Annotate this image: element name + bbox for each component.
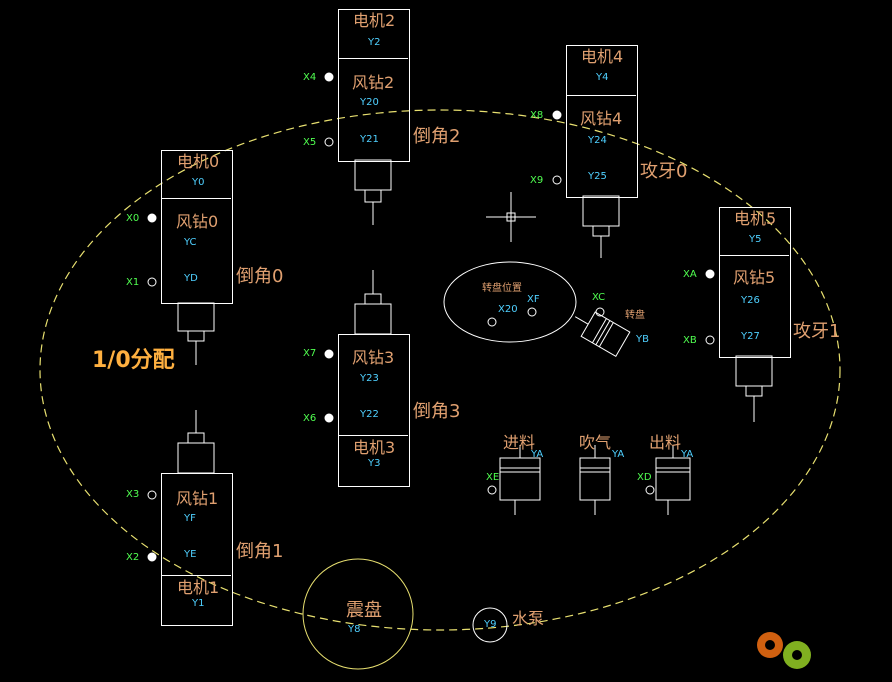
station-3-box — [338, 334, 410, 487]
station-3-in-bot: X6 — [303, 413, 317, 424]
vibrator-plate — [302, 558, 414, 670]
station-4-in-bot: X9 — [530, 175, 544, 186]
station-4-y2: Y25 — [588, 171, 607, 182]
pump-label: 水泵 — [512, 609, 545, 628]
station-4-motor: 电机4 — [581, 47, 624, 66]
station-4-drill-y: Y24 — [588, 135, 607, 146]
station-0-box — [161, 150, 233, 304]
station-5-drill: 风钻5 — [733, 268, 776, 287]
turntable-cyl-y: YB — [636, 334, 649, 345]
turntable-x-a: X20 — [498, 304, 518, 315]
discharge-cylinder-icon — [645, 445, 691, 515]
station-2-in-bot: X5 — [303, 137, 317, 148]
station-3-drill: 风钻3 — [352, 348, 395, 367]
station-5-y2: Y27 — [741, 331, 760, 342]
station-2-y2: Y21 — [360, 134, 379, 145]
turntable-cylinder-icon — [574, 311, 631, 357]
station-5-box — [719, 207, 791, 358]
vibrator-label: 震盘 — [346, 600, 382, 621]
station-1-motor-y: Y1 — [192, 598, 205, 609]
blow-cylinder-icon — [579, 445, 611, 515]
station-1-in-bot: X2 — [126, 552, 140, 563]
station-1-y2: YE — [184, 549, 197, 560]
discharge-label: 出料 — [649, 433, 682, 452]
crosshair-icon — [486, 192, 536, 242]
divider — [161, 198, 231, 199]
station-5-drill-y: Y26 — [741, 295, 760, 306]
feed-y: YA — [531, 449, 544, 460]
station-4-side-label: 攻牙0 — [640, 161, 688, 182]
diagram-title: 1/0分配 — [92, 348, 175, 373]
station-0-drill-y: YC — [184, 237, 197, 248]
station-5-motor: 电机5 — [734, 209, 777, 228]
turntable-x-c: XC — [592, 292, 606, 303]
station-3-in-top: X7 — [303, 348, 317, 359]
sensor-x20-icon — [487, 317, 497, 327]
station-4-in-top: X8 — [530, 110, 544, 121]
station-3-drill-y: Y23 — [360, 373, 379, 384]
station-sensors — [147, 72, 715, 562]
blow-y: YA — [612, 449, 625, 460]
turntable-label: 转盘位置 — [482, 283, 522, 294]
feed-x: XE — [486, 472, 500, 483]
station-0-in-bot: X1 — [126, 277, 140, 288]
turntable-ellipse — [443, 261, 577, 343]
station-2-in-top: X4 — [303, 72, 317, 83]
station-3-motor-y: Y3 — [368, 458, 381, 469]
turntable-x-b: XF — [527, 294, 540, 305]
station-0-in-top: X0 — [126, 213, 140, 224]
station-0-motor: 电机0 — [177, 152, 220, 171]
station-2-drill-y: Y20 — [360, 97, 379, 108]
station-4-drill: 风钻4 — [580, 109, 623, 128]
discharge-y: YA — [681, 449, 694, 460]
divider — [338, 58, 408, 59]
station-0-motor-y: Y0 — [192, 177, 205, 188]
layout-ellipse — [39, 109, 841, 631]
station-0-y2: YD — [184, 273, 198, 284]
station-1-side-label: 倒角1 — [236, 541, 284, 562]
station-1-motor: 电机1 — [177, 578, 220, 597]
station-1-drill: 风钻1 — [176, 489, 219, 508]
station-0-side-label: 倒角0 — [236, 266, 284, 287]
station-3-y2: Y22 — [360, 409, 379, 420]
station-5-motor-y: Y5 — [749, 234, 762, 245]
pump-y: Y9 — [484, 619, 497, 630]
station-2-motor-y: Y2 — [368, 37, 381, 48]
divider — [719, 255, 789, 256]
vibrator-y: Y8 — [348, 624, 361, 635]
station-2-box — [338, 9, 410, 162]
station-2-drill: 风钻2 — [352, 73, 395, 92]
station-2-side-label: 倒角2 — [413, 126, 461, 147]
station-5-side-label: 攻牙1 — [793, 321, 841, 342]
pump-circle — [472, 607, 508, 643]
station-5-in-bot: XB — [683, 335, 697, 346]
divider — [566, 95, 636, 96]
feed-label: 进料 — [503, 433, 536, 452]
divider — [338, 435, 408, 436]
blow-label: 吹气 — [579, 433, 612, 452]
station-2-motor: 电机2 — [353, 11, 396, 30]
feed-cylinder-icon — [487, 445, 541, 515]
station-3-motor: 电机3 — [353, 438, 396, 457]
station-1-drill-y: YF — [184, 513, 196, 524]
station-4-motor-y: Y4 — [596, 72, 609, 83]
station-4-box — [566, 45, 638, 198]
turntable-cyl-label: 转盘 — [625, 310, 645, 321]
station-1-in-top: X3 — [126, 489, 140, 500]
station-1-box — [161, 473, 233, 626]
station-5-in-top: XA — [683, 269, 697, 280]
spindles — [177, 159, 773, 474]
divider — [161, 575, 231, 576]
discharge-x: XD — [637, 472, 652, 483]
station-0-drill: 风钻0 — [176, 212, 219, 231]
station-3-side-label: 倒角3 — [413, 401, 461, 422]
watermark-logo — [757, 632, 811, 669]
sensor-xf-icon — [527, 307, 537, 317]
